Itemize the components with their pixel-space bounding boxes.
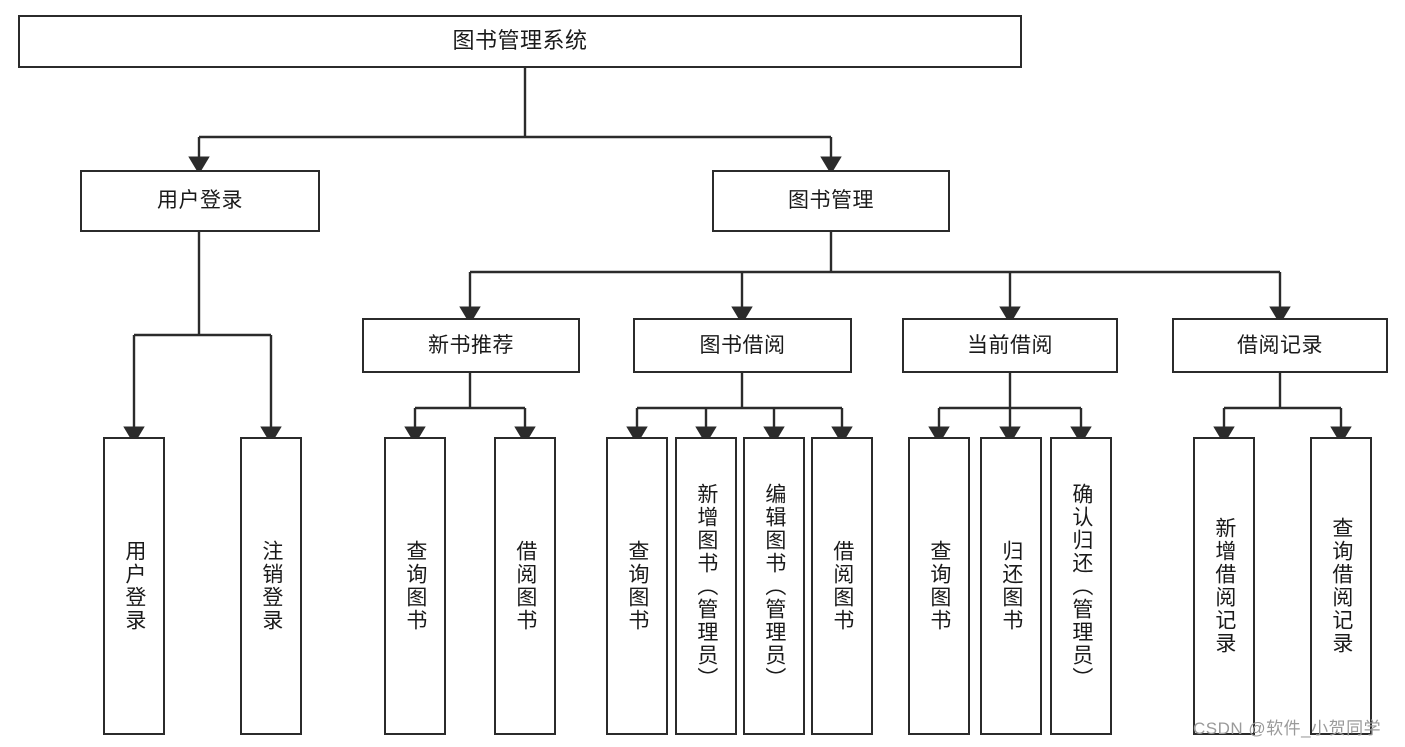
node-label: 用户登录 (122, 540, 146, 632)
node-label: 图书管理 (788, 189, 874, 213)
node-book-borrow[interactable]: 图书借阅 (633, 318, 852, 373)
csdn-watermark: CSDN @软件_小贺同学 (1193, 719, 1382, 738)
leaf-borrow-add-book-admin[interactable]: 新增图书（管理员） (675, 437, 737, 735)
node-label: 新增借阅记录 (1212, 517, 1236, 655)
node-label: 查询借阅记录 (1329, 517, 1353, 655)
node-label: 图书借阅 (699, 333, 786, 357)
node-label: 新增图书（管理员） (694, 482, 718, 690)
node-book-management[interactable]: 图书管理 (712, 170, 950, 232)
leaf-current-return-book[interactable]: 归还图书 (980, 437, 1042, 735)
node-label: 查询图书 (625, 540, 649, 632)
node-root-book-management-system[interactable]: 图书管理系统 (18, 15, 1022, 68)
leaf-borrow-query-book[interactable]: 查询图书 (606, 437, 668, 735)
node-label: 借阅图书 (513, 540, 537, 632)
leaf-record-add-borrow-record[interactable]: 新增借阅记录 (1193, 437, 1255, 735)
node-label: 查询图书 (403, 540, 427, 632)
node-label: 确认归还（管理员） (1069, 482, 1093, 690)
node-label: 注销登录 (259, 540, 283, 632)
node-label: 编辑图书（管理员） (762, 482, 786, 690)
leaf-borrow-borrow-book[interactable]: 借阅图书 (811, 437, 873, 735)
node-label: 用户登录 (157, 189, 243, 213)
leaf-borrow-edit-book-admin[interactable]: 编辑图书（管理员） (743, 437, 805, 735)
leaf-recommend-query-book[interactable]: 查询图书 (384, 437, 446, 735)
leaf-record-query-borrow-record[interactable]: 查询借阅记录 (1310, 437, 1372, 735)
leaf-current-confirm-return-admin[interactable]: 确认归还（管理员） (1050, 437, 1112, 735)
node-borrow-record[interactable]: 借阅记录 (1172, 318, 1388, 373)
node-label: 图书管理系统 (452, 28, 588, 54)
leaf-recommend-borrow-book[interactable]: 借阅图书 (494, 437, 556, 735)
leaf-user-login-signout[interactable]: 注销登录 (240, 437, 302, 735)
leaf-current-query-book[interactable]: 查询图书 (908, 437, 970, 735)
node-new-book-recommend[interactable]: 新书推荐 (362, 318, 580, 373)
node-user-login[interactable]: 用户登录 (80, 170, 320, 232)
node-label: 借阅图书 (830, 540, 854, 632)
node-label: 借阅记录 (1237, 333, 1323, 357)
node-label: 新书推荐 (428, 333, 514, 357)
node-label: 查询图书 (927, 540, 951, 632)
node-label: 当前借阅 (967, 333, 1053, 357)
node-current-borrow[interactable]: 当前借阅 (902, 318, 1118, 373)
leaf-user-login-signin[interactable]: 用户登录 (103, 437, 165, 735)
node-label: 归还图书 (999, 540, 1023, 632)
